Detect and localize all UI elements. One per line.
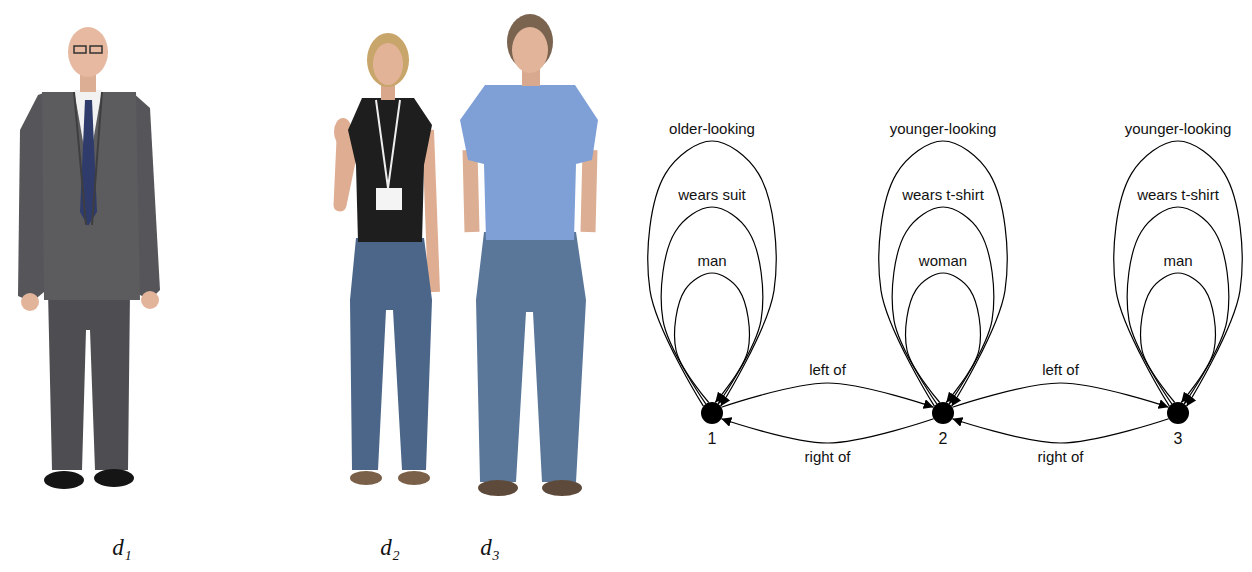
tie <box>80 100 97 226</box>
head <box>68 27 108 77</box>
relation-label: left of <box>1040 361 1081 378</box>
attribute-label: wears t-shirt <box>1135 186 1221 203</box>
lapel <box>92 92 102 225</box>
self-loop-arrow <box>661 207 763 404</box>
node-number: 3 <box>1174 430 1183 448</box>
self-loop-arrow <box>675 273 750 402</box>
man-in-t-shirt <box>460 14 598 496</box>
node-dot <box>701 402 723 424</box>
shoe <box>398 471 430 485</box>
attribute-label: man <box>1161 252 1194 269</box>
attribute-label: younger-looking <box>1123 120 1234 137</box>
jeans <box>350 238 432 470</box>
relation-label: left of <box>807 361 848 378</box>
relation-label: right of <box>803 448 853 465</box>
person-label: d₁ <box>112 535 132 560</box>
trousers <box>48 292 130 470</box>
graph-node: 3 <box>1167 402 1189 424</box>
attribute-label: wears suit <box>676 186 748 203</box>
woman-in-t-shirt <box>334 33 434 485</box>
head <box>373 43 403 85</box>
shoe <box>350 471 382 485</box>
node-dot <box>1167 402 1189 424</box>
relation-arrow <box>952 383 1168 407</box>
t-shirt <box>460 85 598 240</box>
node-dot <box>701 402 723 424</box>
attribute-label: woman <box>917 252 969 269</box>
lapel <box>74 92 86 225</box>
suit-jacket <box>42 92 140 300</box>
shoe <box>542 480 582 496</box>
self-loop-arrow <box>1114 141 1242 406</box>
node-number: 2 <box>939 430 948 448</box>
shoe <box>478 480 518 496</box>
shoe <box>94 469 134 487</box>
man-in-suit <box>18 27 160 489</box>
self-loop-arrow <box>879 141 1007 406</box>
person-label: d₃ <box>480 535 500 560</box>
hand <box>141 291 159 309</box>
graph-node: 1 <box>701 402 723 424</box>
arm <box>428 130 434 292</box>
suit-arm <box>18 92 46 302</box>
hand <box>21 293 39 311</box>
self-loop-arrow <box>1141 273 1216 402</box>
t-shirt <box>348 98 432 242</box>
arm <box>470 150 472 232</box>
person-label: d₂ <box>380 535 400 560</box>
self-loop-arrow <box>892 207 994 404</box>
node-number: 1 <box>708 430 717 448</box>
relation-arrow <box>721 419 933 443</box>
glasses <box>90 46 102 53</box>
head <box>512 27 548 73</box>
node-dot <box>932 402 954 424</box>
node-dot <box>1167 402 1189 424</box>
attribute-label: older-looking <box>667 120 757 137</box>
glasses <box>74 46 86 53</box>
lanyard <box>376 100 400 188</box>
self-loop-arrow <box>1127 207 1229 404</box>
shoe <box>44 471 84 489</box>
badge <box>376 188 402 210</box>
graph-node: 2 <box>932 402 954 424</box>
jeans <box>476 232 586 482</box>
relation-arrow <box>721 383 933 407</box>
attribute-label: wears t-shirt <box>900 186 986 203</box>
hair <box>367 33 409 87</box>
self-loop-arrow <box>906 273 981 402</box>
relation-arrow <box>952 419 1168 443</box>
arm <box>588 150 590 232</box>
node-dot <box>932 402 954 424</box>
attribute-label: younger-looking <box>888 120 999 137</box>
relation-label: right of <box>1036 448 1086 465</box>
self-loop-arrow <box>648 141 776 406</box>
attribute-label: man <box>695 252 728 269</box>
